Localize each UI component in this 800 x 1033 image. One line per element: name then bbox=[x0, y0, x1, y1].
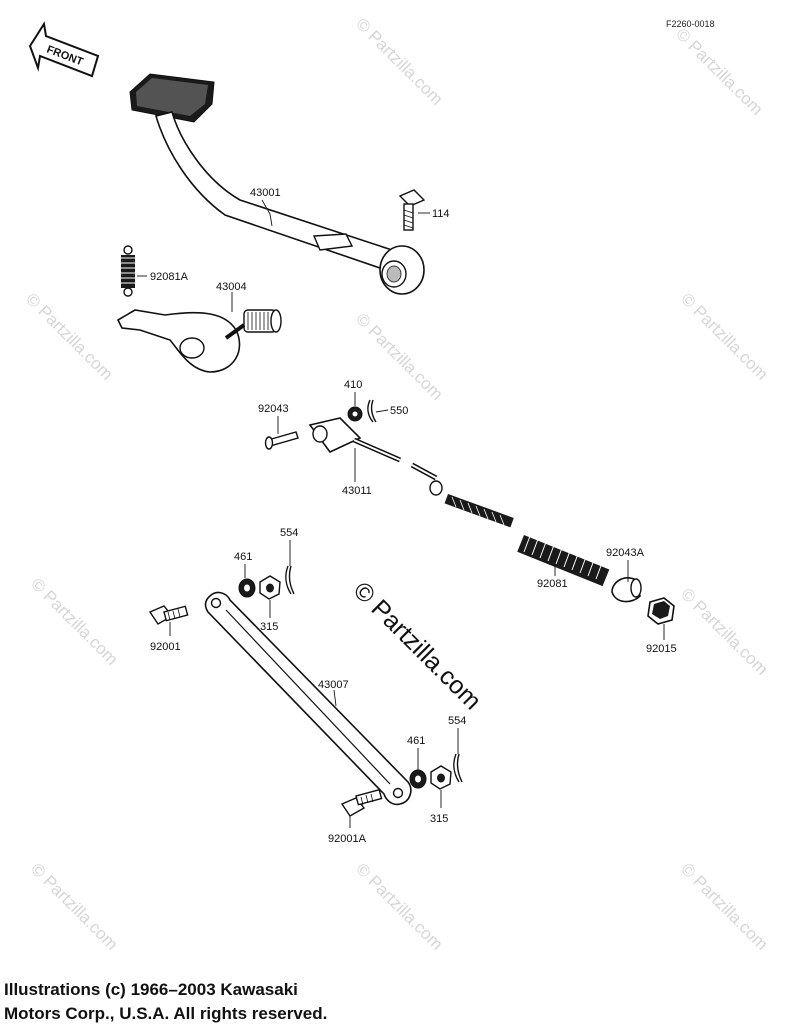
watermark-center: © Partzilla.com bbox=[348, 576, 487, 715]
callout-461-lower: 461 bbox=[407, 735, 425, 747]
callout-43011: 43011 bbox=[342, 485, 372, 497]
watermark-layer: © Partzilla.com © Partzilla.com © Partzi… bbox=[22, 14, 771, 953]
callout-554-lower: 554 bbox=[448, 715, 466, 727]
washer-461-lower bbox=[409, 769, 427, 789]
washer-410 bbox=[347, 406, 363, 422]
callout-92001A: 92001A bbox=[328, 833, 367, 845]
spring-92081 bbox=[517, 535, 610, 587]
callout-554-upper: 554 bbox=[280, 527, 298, 539]
callout-92015: 92015 bbox=[646, 643, 677, 655]
nut-92015 bbox=[647, 597, 675, 625]
diagram-code: F2260-0018 bbox=[666, 19, 715, 29]
nut-315-lower bbox=[430, 765, 452, 790]
nut-315-upper bbox=[259, 575, 281, 600]
callout-550: 550 bbox=[390, 405, 408, 417]
pin-92043 bbox=[264, 431, 299, 450]
cotter-pin-550 bbox=[367, 399, 377, 423]
watermark: © Partzilla.com bbox=[27, 574, 121, 668]
brake-pedal-43001 bbox=[129, 73, 425, 295]
callout-43001: 43001 bbox=[250, 187, 281, 199]
watermark: © Partzilla.com bbox=[672, 24, 766, 118]
cotter-pin-554-upper bbox=[285, 565, 295, 595]
callout-43004: 43004 bbox=[216, 281, 247, 293]
callout-315-lower: 315 bbox=[430, 813, 448, 825]
lever-43004 bbox=[116, 309, 282, 373]
rod-43011 bbox=[308, 417, 514, 528]
bolt-92001 bbox=[148, 605, 189, 625]
callout-92043: 92043 bbox=[258, 403, 289, 415]
leader-lines bbox=[137, 199, 665, 828]
watermark: © Partzilla.com bbox=[352, 14, 446, 108]
callout-114: 114 bbox=[432, 208, 450, 220]
watermark: © Partzilla.com bbox=[677, 289, 771, 383]
bolt-92001A bbox=[340, 788, 383, 817]
callout-92081: 92081 bbox=[537, 578, 568, 590]
copyright-line-2: Motors Corp., U.S.A. All rights reserved… bbox=[4, 1004, 328, 1023]
copyright-notice: Illustrations (c) 1966–2003 Kawasaki Mot… bbox=[4, 978, 424, 1026]
watermark: © Partzilla.com bbox=[352, 859, 446, 953]
callout-43007: 43007 bbox=[318, 679, 349, 691]
callout-410: 410 bbox=[344, 379, 362, 391]
callout-92081A: 92081A bbox=[150, 271, 189, 283]
callout-92043A: 92043A bbox=[606, 547, 645, 559]
callout-461-upper: 461 bbox=[234, 551, 252, 563]
pin-92043A bbox=[611, 577, 642, 603]
callout-labels: 43001 114 92081A 43004 410 550 92043 430… bbox=[150, 187, 677, 845]
bolt-114 bbox=[398, 189, 426, 231]
callout-315-upper: 315 bbox=[260, 621, 278, 633]
watermark: © Partzilla.com bbox=[677, 859, 771, 953]
watermark: © Partzilla.com bbox=[22, 289, 116, 383]
watermark: © Partzilla.com bbox=[27, 859, 121, 953]
torque-link-43007 bbox=[204, 591, 412, 806]
cotter-pin-554-lower bbox=[453, 753, 463, 783]
front-arrow: FRONT bbox=[28, 21, 100, 78]
callout-92001: 92001 bbox=[150, 641, 181, 653]
watermark: © Partzilla.com bbox=[677, 584, 771, 678]
copyright-line-1: Illustrations (c) 1966–2003 Kawasaki bbox=[4, 980, 298, 999]
washer-461-upper bbox=[238, 578, 256, 598]
watermark: © Partzilla.com bbox=[352, 309, 446, 403]
spring-92081A bbox=[121, 245, 135, 297]
